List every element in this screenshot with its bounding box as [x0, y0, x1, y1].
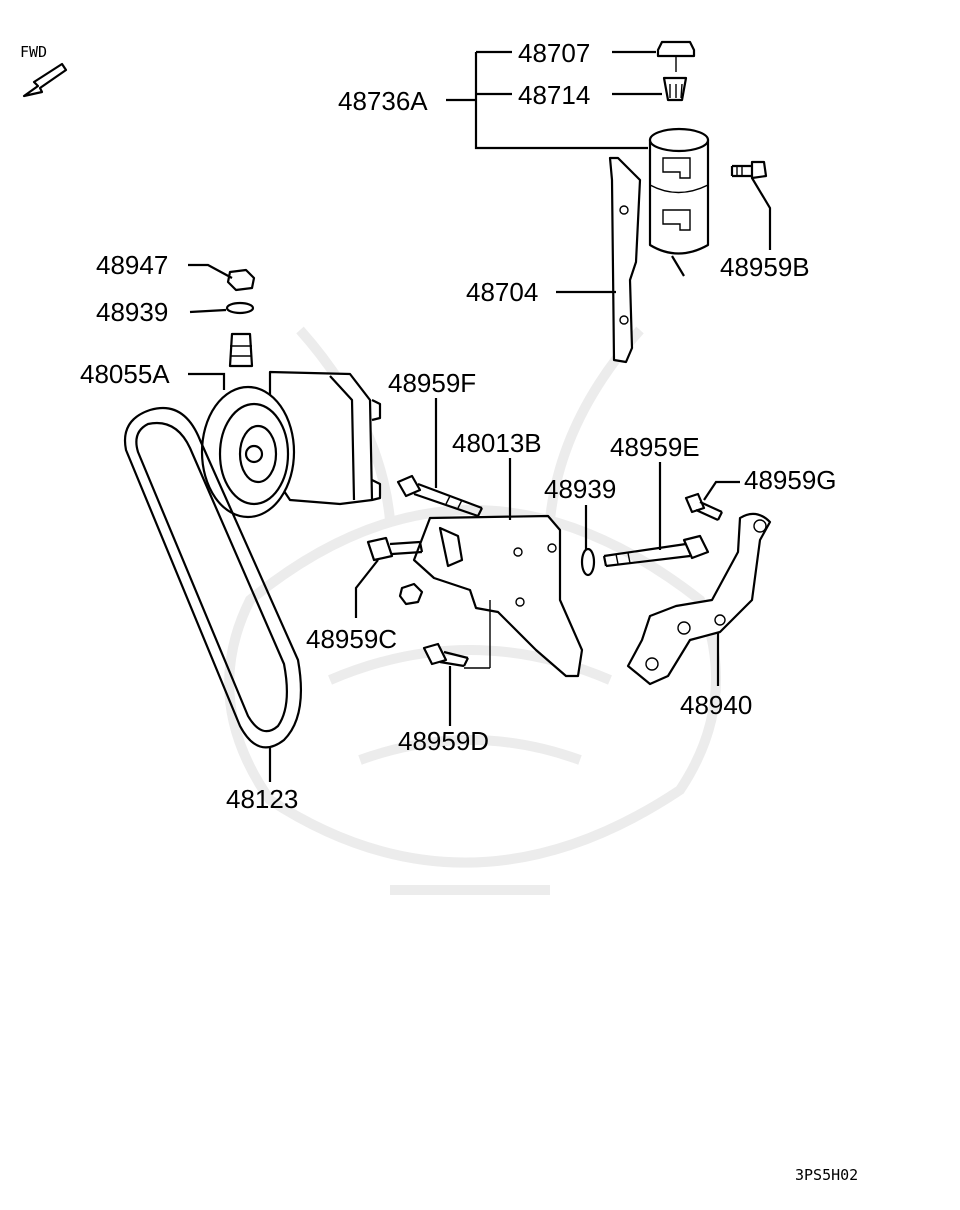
label-48959b: 48959B: [720, 252, 810, 282]
label-48055a: 48055A: [80, 359, 170, 389]
pump-bracket: [412, 514, 584, 678]
diagram-code: 3PS5H02: [795, 1166, 858, 1184]
bolt-48959g: [684, 492, 723, 522]
label-48013b: 48013B: [452, 428, 542, 458]
reservoir-cap: [656, 40, 696, 72]
reservoir-bracket: [608, 156, 642, 364]
drive-belt: [123, 406, 303, 749]
label-48123: 48123: [226, 784, 298, 814]
label-48939-side: 48939: [544, 474, 616, 504]
bolt-48959d: [422, 642, 469, 668]
label-48736a: 48736A: [338, 86, 428, 116]
bracket-nut: [398, 582, 424, 606]
label-48959g: 48959G: [744, 465, 837, 495]
bolt-48959e: [602, 534, 710, 568]
label-48707: 48707: [518, 38, 590, 68]
bolt-48959b: [730, 160, 768, 180]
label-48940: 48940: [680, 690, 752, 720]
reservoir-strainer: [662, 76, 688, 102]
bolt-48959f: [396, 474, 483, 518]
nut-48947: [226, 268, 256, 292]
fwd-label: FWD: [20, 43, 47, 61]
leader-lines: [188, 50, 772, 782]
fwd-indicator: FWD: [20, 43, 68, 98]
label-48959c: 48959C: [306, 624, 397, 654]
fwd-arrow-icon: [22, 62, 68, 98]
power-steering-pump: [200, 332, 382, 519]
washer-48939-top: [225, 301, 255, 315]
label-48947: 48947: [96, 250, 168, 280]
part-labels: 48707 48714 48736A 48959B 48704 48947 48…: [80, 38, 837, 814]
washer-48939-side: [580, 547, 596, 577]
label-48939-top: 48939: [96, 297, 168, 327]
bracket-connection-lines: [464, 600, 491, 669]
bolt-48959c: [366, 536, 424, 562]
reservoir-tank: [648, 127, 710, 277]
label-48959f: 48959F: [388, 368, 476, 398]
label-48704: 48704: [466, 277, 538, 307]
label-48959e: 48959E: [610, 432, 700, 462]
label-48714: 48714: [518, 80, 590, 110]
label-48959d: 48959D: [398, 726, 489, 756]
tension-arm: [626, 512, 772, 686]
